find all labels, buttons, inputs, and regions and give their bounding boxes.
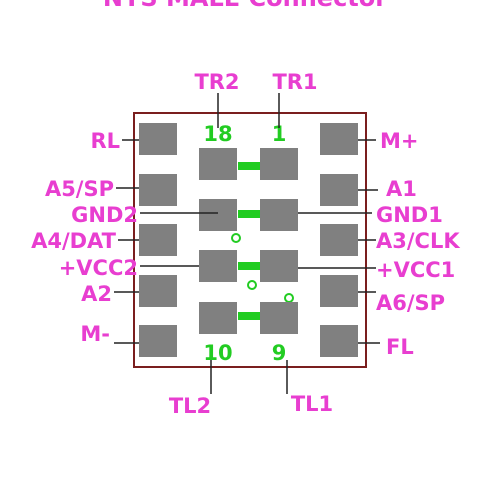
label-a5sp: A5/SP [45,177,114,201]
pin-labels: TR2 TR1 RL A5/SP GND2 A4/DAT +VCC2 A2 M-… [31,70,460,418]
label-tr1: TR1 [272,70,317,94]
pin-number-9: 9 [272,341,287,365]
leader-lines [114,93,380,394]
label-a2: A2 [81,282,112,306]
green-traces [199,162,294,320]
pin-number-10: 10 [203,341,232,365]
pad-left-a2 [139,275,177,307]
label-vcc2: +VCC2 [59,256,138,280]
label-vcc1: +VCC1 [376,258,455,282]
label-a1: A1 [386,177,417,201]
diagram-title: NYS MALE Connector [103,0,387,12]
label-gnd2: GND2 [71,203,138,227]
pad-center-5 [199,250,237,282]
pad-center-6 [260,250,298,282]
pad-right-a3clk [320,224,358,256]
pin-number-1: 1 [272,122,287,146]
label-mplus: M+ [380,129,419,153]
pad-center-3 [199,199,237,231]
label-rl: RL [90,129,120,153]
pad-center-4 [260,199,298,231]
label-tl2: TL2 [169,394,211,418]
label-mminus: M- [80,322,110,346]
pad-left-a4dat [139,224,177,256]
pad-center-1 [199,148,237,180]
pad-right-a1 [320,174,358,206]
label-a4dat: A4/DAT [31,229,117,253]
pad-center-8 [260,302,298,334]
label-a6sp: A6/SP [376,291,445,315]
pad-left-a5sp [139,174,177,206]
pad-right-a6sp [320,275,358,307]
label-a3clk: A3/CLK [376,229,460,253]
pad-center-7 [199,302,237,334]
label-tl1: TL1 [291,392,333,416]
label-fl: FL [386,335,414,359]
pad-center-2 [260,148,298,180]
label-gnd1: GND1 [376,203,443,227]
pad-left-mminus [139,325,177,357]
pad-right-fl [320,325,358,357]
pad-left-rl [139,123,177,155]
label-tr2: TR2 [194,70,239,94]
pad-right-mplus [320,123,358,155]
